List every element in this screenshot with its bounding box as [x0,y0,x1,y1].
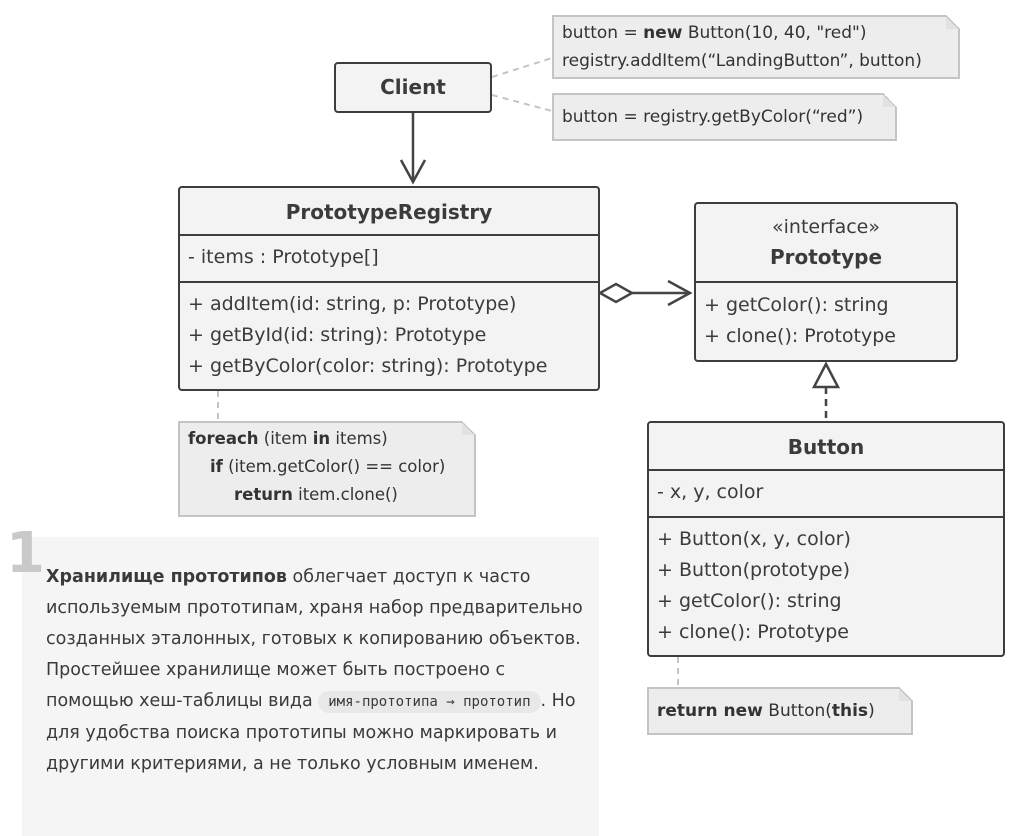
prototype-registry-methods: + addItem(id: string, p: Prototype) + ge… [180,283,598,382]
button-field: - x, y, color [657,481,764,503]
registry-method: + getByColor(color: string): Prototype [188,355,548,377]
description-bold: Хранилище прототипов [46,567,287,587]
step-number: 1 [6,521,45,586]
button-title: Button [649,423,1003,471]
aggregation-diamond [597,282,635,304]
code-snippet: имя-прототипа → прототип [318,691,541,713]
button-method: + Button(x, y, color) [657,528,851,550]
button-method: + getColor(): string [657,590,842,612]
button-method: + Button(prototype) [657,559,851,581]
prototype-interface: «interface» Prototype + getColor(): stri… [694,202,958,362]
registry-field: - items : Prototype[] [188,246,379,268]
button-methods: + Button(x, y, color) + Button(prototype… [649,518,1003,648]
client-class: Client [334,62,492,113]
prototype-stereotype: «interface» [772,216,880,238]
client-title: Client [380,75,446,99]
prototype-title: Prototype [769,245,883,269]
realization-triangle [811,361,841,389]
prototype-header: «interface» Prototype [696,204,956,283]
prototype-method: + clone(): Prototype [704,325,896,347]
prototype-method: + getColor(): string [704,294,889,316]
note-client-create: button = new Button(10, 40, "red") regis… [552,15,960,79]
client-to-registry-arrowhead [399,159,427,185]
button-class: Button - x, y, color + Button(x, y, colo… [647,421,1005,657]
prototype-registry-fields: - items : Prototype[] [180,236,598,283]
aggregation-arrowhead [667,279,693,307]
note-registry-foreach: foreach (item in items) if (item.getColo… [178,421,476,517]
button-method: + clone(): Prototype [657,621,849,643]
prototype-registry-title: PrototypeRegistry [180,188,598,236]
note-client-get: button = registry.getByColor(“red”) [552,93,897,141]
description-panel [22,537,599,836]
registry-method: + addItem(id: string, p: Prototype) [188,293,517,315]
button-fields: - x, y, color [649,471,1003,518]
registry-method: + getById(id: string): Prototype [188,324,487,346]
prototype-methods: + getColor(): string + clone(): Prototyp… [696,283,956,352]
note-button-clone: return new Button(this) [647,687,913,735]
prototype-registry-class: PrototypeRegistry - items : Prototype[] … [178,186,600,391]
description-text: Хранилище прототипов облегчает доступ к … [46,567,583,774]
